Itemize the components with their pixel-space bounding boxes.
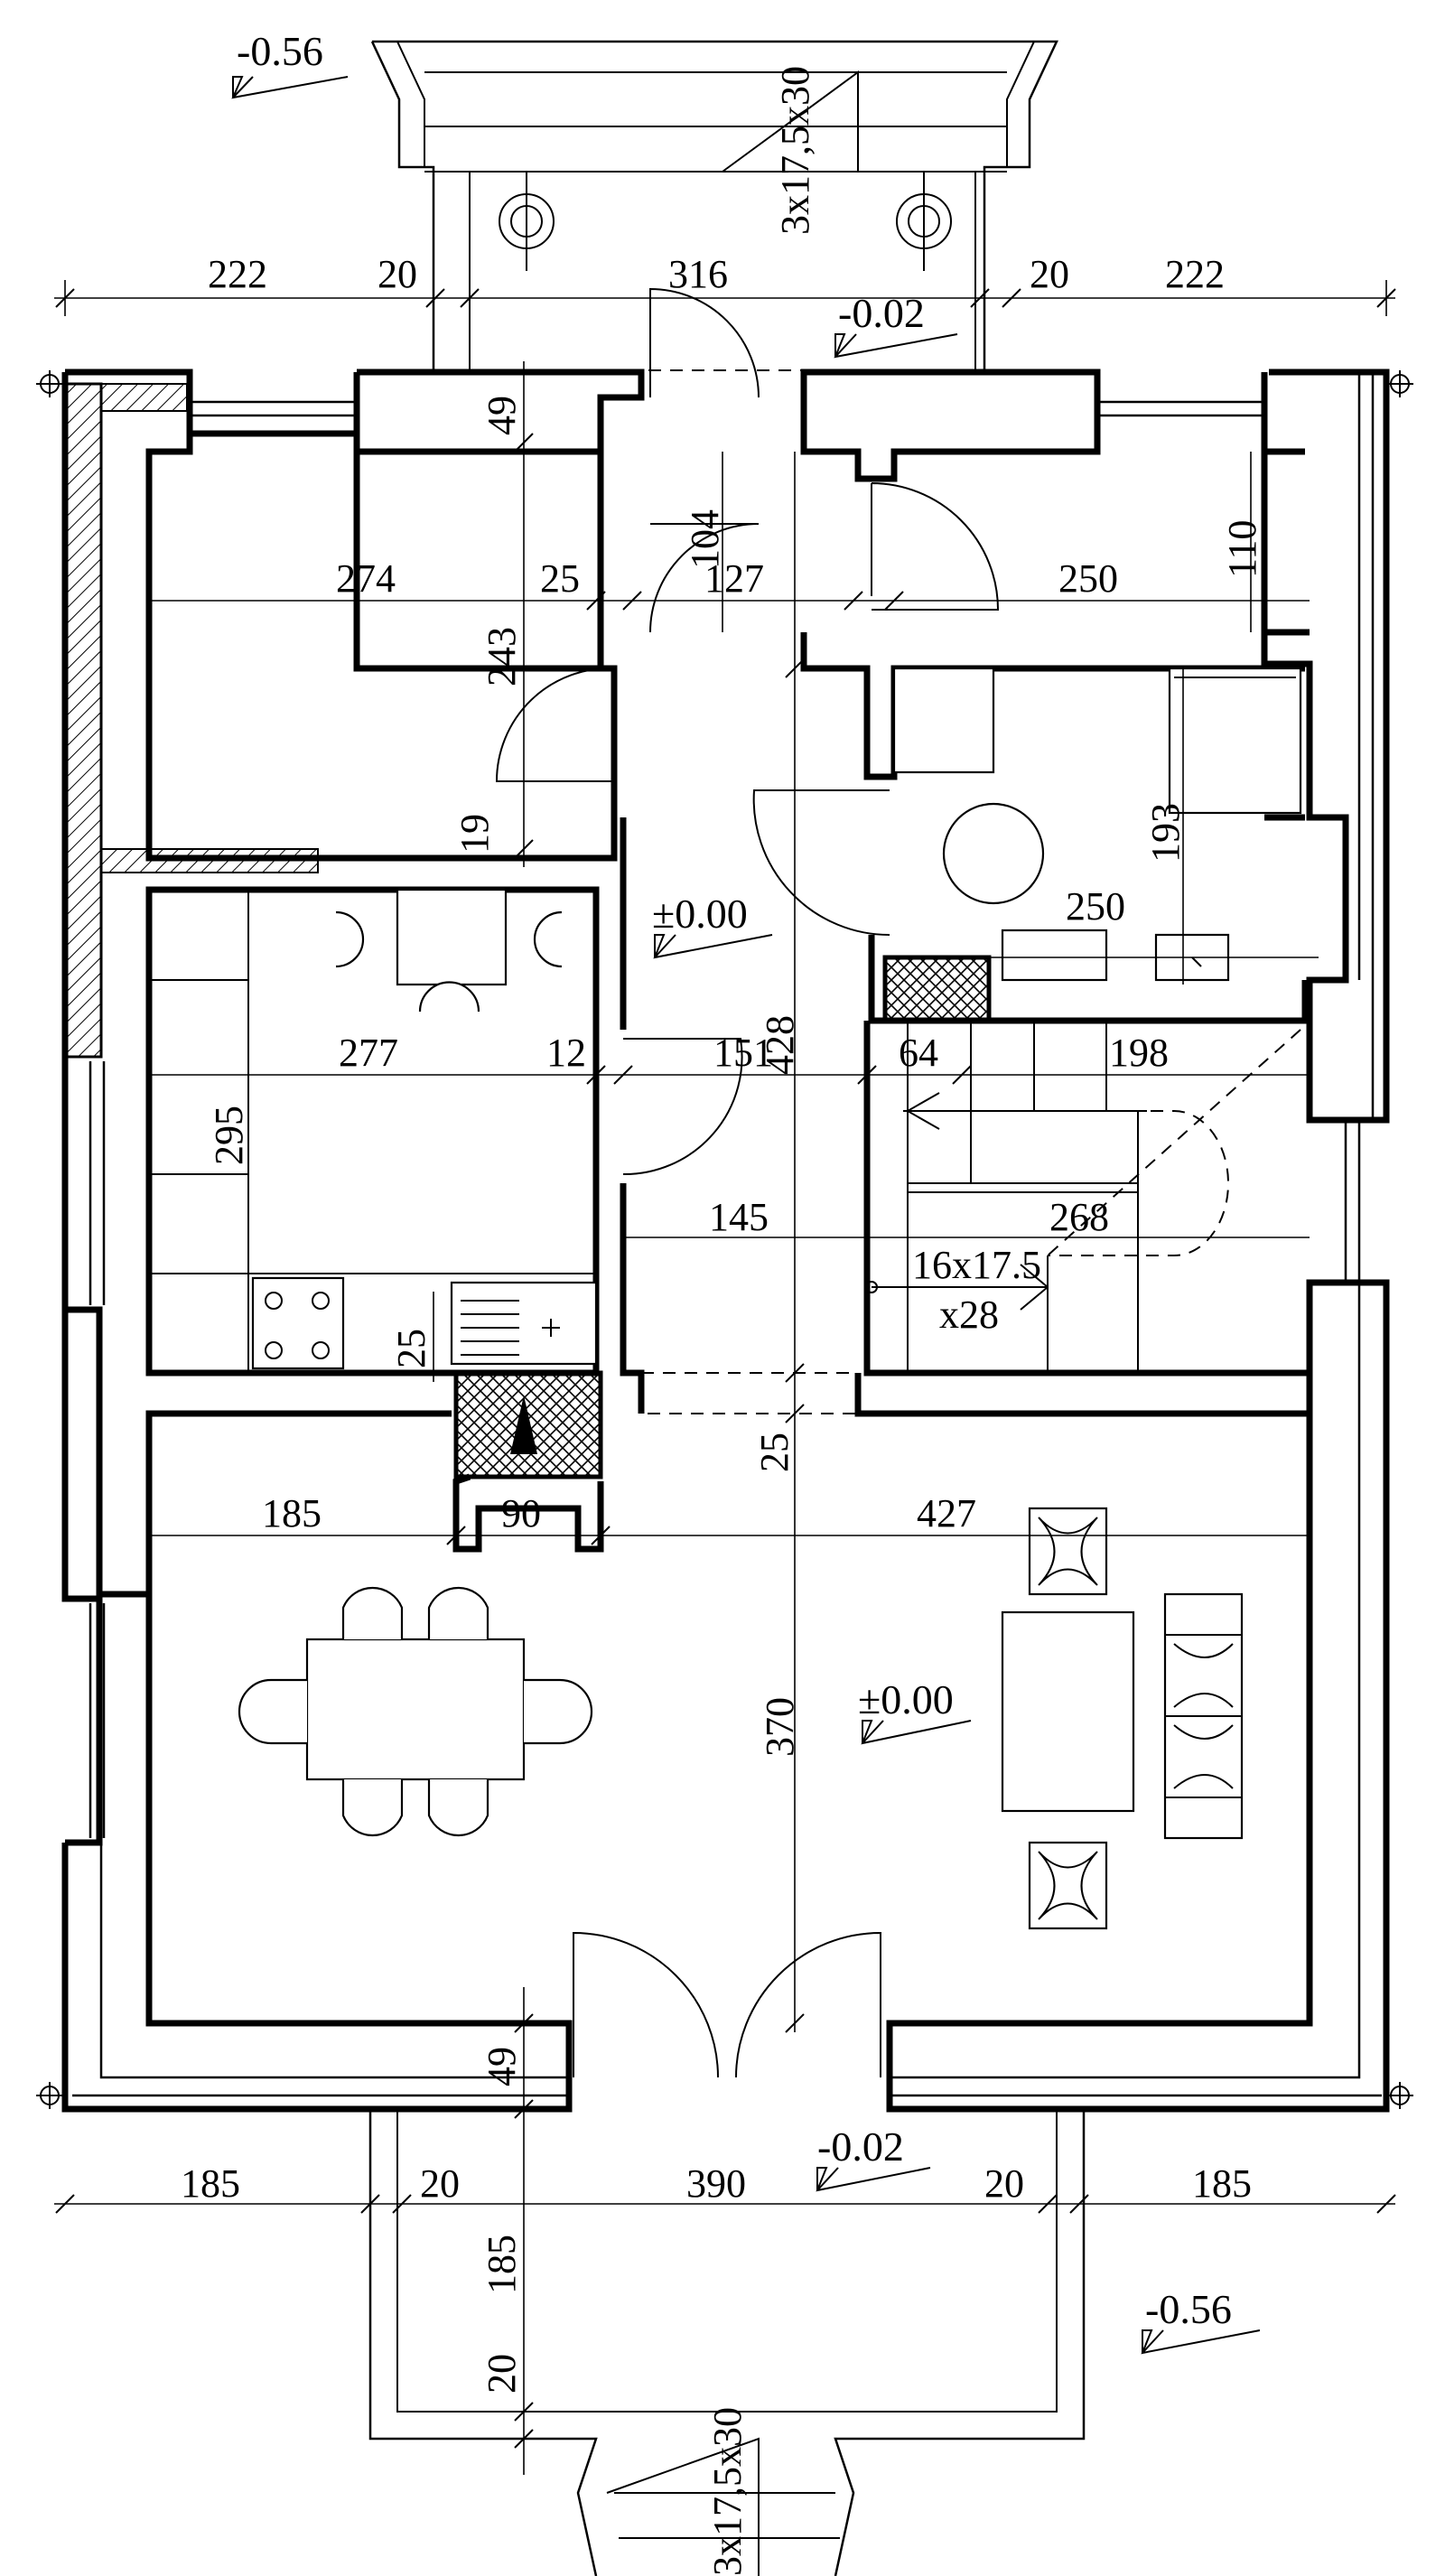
doors: [495, 287, 1000, 2078]
dim-fireplace-90: 90: [501, 1491, 541, 1535]
dim-kitchen-wall: 12: [546, 1031, 586, 1075]
dim-top-1: 222: [208, 252, 267, 296]
dim-living-427: 427: [917, 1491, 976, 1535]
dim-hall-depth: 104: [683, 509, 727, 569]
dim-living-185: 185: [262, 1491, 322, 1535]
level-living: ±0.00: [858, 1676, 954, 1722]
walls: [61, 369, 1390, 2113]
level-terrace: -0.02: [817, 2123, 904, 2170]
dim-hall-width: 127: [704, 556, 764, 601]
dimension-texts: 222 20 316 20 222 185 20 390 20 185 274 …: [181, 252, 1264, 2394]
stair-label-2: x28: [939, 1293, 999, 1337]
dim-top-2: 20: [378, 252, 417, 296]
dim-bottom-5: 185: [1192, 2161, 1252, 2206]
dim-kitchen-depth: 295: [207, 1106, 251, 1165]
dim-bath-width: 250: [1058, 556, 1118, 601]
dim-bottom-3: 390: [686, 2161, 746, 2206]
dim-bottom-4: 20: [984, 2161, 1024, 2206]
dim-wall-49-top: 49: [480, 396, 524, 435]
level-entrance: -0.02: [838, 290, 925, 336]
dim-terrace-20: 20: [480, 2354, 524, 2394]
dim-stair-198: 198: [1109, 1031, 1169, 1075]
level-markers: -0.56 -0.02 ±0.00 ±0.00 -0.02 -0.56: [231, 28, 1261, 2355]
dim-top-4: 20: [1030, 252, 1069, 296]
dim-stair-268: 268: [1049, 1195, 1109, 1239]
level-bottom-stairs: -0.56: [1145, 2286, 1232, 2332]
dim-bed-width: 274: [336, 556, 396, 601]
dim-living-depth: 370: [758, 1697, 802, 1757]
grid-markers: [36, 370, 1413, 2109]
dim-bed-depth: 243: [480, 627, 524, 686]
furniture: [149, 667, 1302, 1930]
dim-top-5: 222: [1165, 252, 1225, 296]
dim-terrace-185: 185: [480, 2235, 524, 2294]
stair-label-1: 16x17.5: [912, 1243, 1041, 1287]
bottom-terrace-stairs: 3x17,5x30: [368, 2109, 1086, 2576]
dim-wall-49-bottom: 49: [480, 2047, 524, 2086]
dim-wc-width: 250: [1066, 884, 1125, 929]
dim-hall-151: 151: [713, 1031, 773, 1075]
dim-bottom-2: 20: [420, 2161, 460, 2206]
bottom-stair-label: 3x17,5x30: [705, 2407, 750, 2576]
dim-stair-64: 64: [899, 1031, 938, 1075]
dim-bed-wall: 25: [540, 556, 580, 601]
main-staircase: 16x17.5 x28: [865, 1021, 1301, 1373]
dimension-lines: [36, 280, 1413, 2475]
level-top-stairs: -0.56: [237, 28, 323, 74]
dim-wall-25-center: 25: [752, 1433, 797, 1472]
dim-bottom-1: 185: [181, 2161, 240, 2206]
dim-wc-depth: 193: [1143, 803, 1188, 863]
dim-top-3: 316: [668, 252, 728, 296]
dim-corridor: 428: [758, 1015, 802, 1075]
chimneys: [452, 955, 992, 1553]
dim-kitchen-width: 277: [339, 1031, 398, 1075]
dim-bath-depth: 110: [1220, 520, 1264, 578]
dim-wall-25-kitchen: 25: [389, 1329, 434, 1368]
dim-wall-19: 19: [452, 814, 497, 854]
level-hall: ±0.00: [652, 891, 748, 937]
top-stair-label: 3x17,5x30: [773, 66, 817, 235]
dim-hall-145: 145: [709, 1195, 769, 1239]
top-entrance-stairs: 3x17,5x30: [370, 40, 1058, 371]
